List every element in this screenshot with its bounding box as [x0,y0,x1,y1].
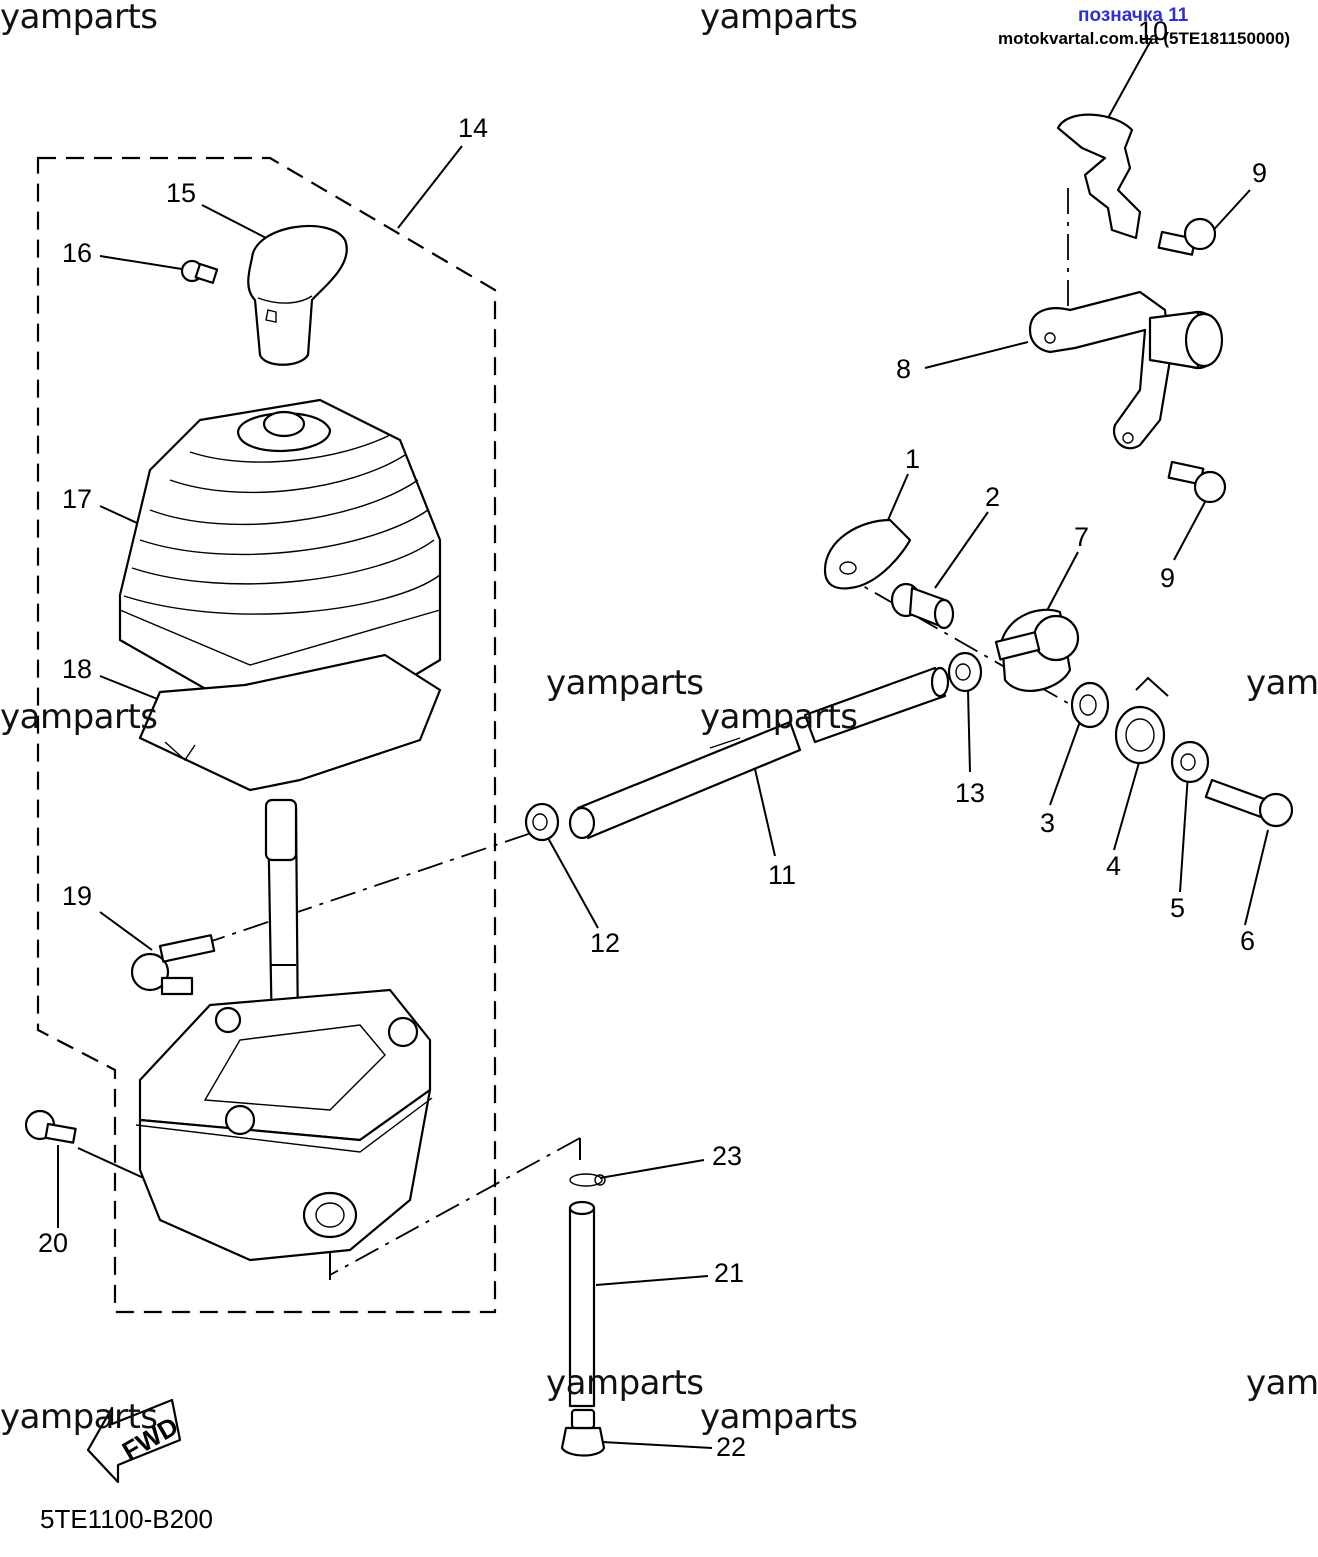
source-site-label: motokvartal.com.ua (5TE181150000) [998,29,1290,48]
callout-1: 1 [905,444,921,474]
part-7-lever [994,608,1080,692]
shift-lever-rod [264,798,300,1042]
part-21-pin [568,1200,596,1408]
watermark: yamparts [700,1397,858,1437]
part-10-clip [1056,113,1142,240]
callout-2: 2 [985,482,1001,512]
callout-14: 14 [458,113,489,143]
fwd-arrow-shape [86,1398,182,1484]
part-4-spring [1114,676,1169,765]
callout-19: 19 [62,881,93,911]
diagram-code: 5TE1100-B200 [40,1504,213,1534]
watermark: yamparts [546,1363,704,1403]
part-13-collar [947,651,983,693]
shift-gate-housing [135,988,433,1262]
part-reference-link[interactable]: позначка 11 [1078,5,1189,26]
part-19-ball-joint [130,934,216,996]
callout-5: 5 [1170,893,1186,923]
callout-22: 22 [716,1432,747,1462]
callout-7: 7 [1074,522,1090,552]
callout-20: 20 [38,1228,69,1258]
callout-17: 17 [62,484,93,514]
part-9-bolt-upper [1157,217,1217,256]
callout-12: 12 [590,928,621,958]
part-5-washer [1170,740,1210,784]
callout-3: 3 [1040,808,1056,838]
part-1-lever [823,518,912,590]
watermark: yamparts [0,697,158,737]
part-2-collar [890,582,955,630]
callout-16: 16 [62,238,93,268]
part-17-boot [118,398,442,722]
leader-lines [57,41,1269,1449]
callout-6: 6 [1240,926,1256,956]
callout-9-lower: 9 [1160,563,1176,593]
callout-4: 4 [1106,851,1122,881]
watermark: yamparts [0,1397,158,1437]
callout-10: 10 [1138,16,1169,46]
part-18-gasket [138,653,442,792]
callout-13: 13 [955,778,986,808]
watermark: yamparts [700,0,858,37]
watermark: yamparts [700,697,858,737]
part-9-bolt-lower [1167,460,1227,504]
part-20-bolt [24,1109,77,1144]
part-15-shift-knob [247,225,348,366]
callout-9-upper: 9 [1252,158,1268,188]
part-12-collar [524,802,560,842]
part-3-washer [1070,681,1110,729]
part-8-bracket [1028,290,1224,450]
watermark: yam [1246,663,1318,703]
watermark: yamparts [0,0,158,37]
part-16-screw [180,259,219,284]
part-22-plug [560,1408,606,1457]
watermark: yam [1246,1363,1318,1403]
watermark: yamparts [546,663,704,703]
callout-8: 8 [896,354,912,384]
callout-23: 23 [712,1141,743,1171]
callout-21: 21 [714,1258,745,1288]
part-23-clip [569,1173,606,1187]
callout-15: 15 [166,178,197,208]
callout-18: 18 [62,654,93,684]
part-11-shaft [568,666,950,840]
part-6-bolt [1204,778,1294,828]
callout-11: 11 [768,860,797,890]
